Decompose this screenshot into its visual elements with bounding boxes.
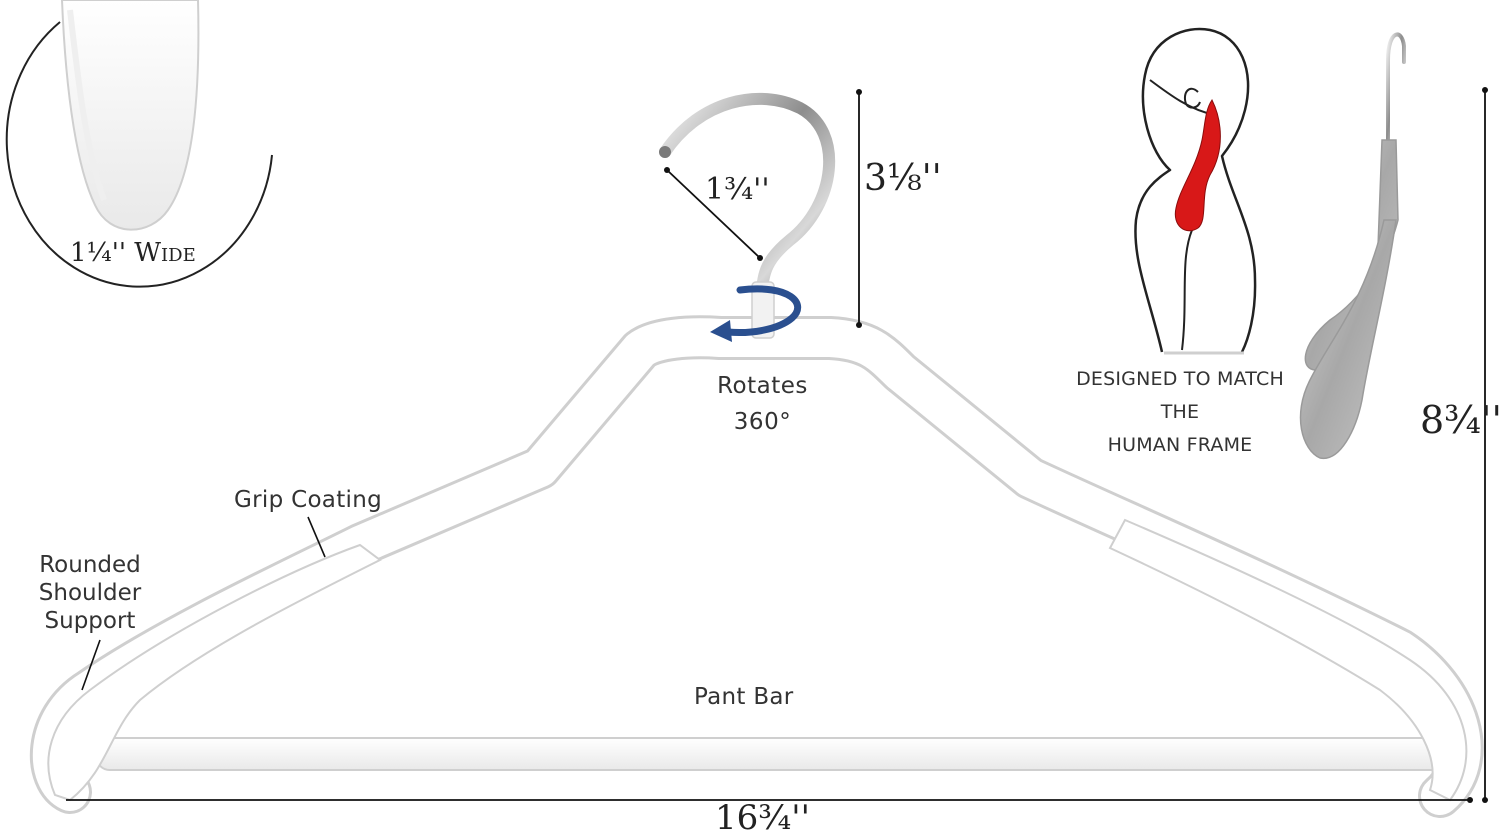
hook-opening-label: 1¾'' (705, 172, 770, 207)
rounded-label-line2: Shoulder (38, 580, 142, 606)
hanger-height-label: 8¾'' (1420, 398, 1500, 442)
rotates-label-line1: Rotates (717, 373, 808, 399)
hook-opening-dimension-line (664, 167, 763, 261)
designed-to-match-label: DESIGNED TO MATCH THE HUMAN FRAME (1050, 363, 1310, 462)
rounded-label-line1: Rounded (39, 552, 141, 578)
hanger-width-label: 16¾'' (715, 798, 810, 838)
hook-height-label: 3⅛'' (864, 158, 942, 199)
designed-label-line3: HUMAN FRAME (1107, 434, 1253, 456)
rotates-label-line2: 360° (733, 409, 792, 435)
left-shoulder-pad (47, 543, 382, 802)
neck-muscle-icon (1174, 99, 1221, 232)
shoulder-detail-circle (5, 0, 273, 288)
grip-coating-label: Grip Coating (234, 487, 382, 513)
rotates-label: Rotates 360° (700, 368, 825, 440)
designed-label-line2: THE (1160, 401, 1200, 423)
rotate-arrow-icon (710, 285, 802, 342)
human-frame-icon (1134, 27, 1257, 355)
swivel-hook (659, 92, 836, 339)
side-view-hanger-icon (1299, 32, 1406, 459)
pant-bar-label: Pant Bar (694, 684, 794, 710)
hook-height-dimension-line (856, 89, 862, 328)
shoulder-width-label: 1¼'' Wide (70, 238, 196, 268)
width-dimension-line (66, 797, 1473, 803)
rounded-support-leader (81, 639, 101, 691)
designed-label-line1: DESIGNED TO MATCH (1076, 368, 1284, 390)
rounded-label-line3: Support (44, 608, 136, 634)
grip-coating-leader (307, 516, 326, 558)
rounded-support-label: Rounded Shoulder Support (20, 551, 160, 635)
height-dimension-line (1482, 87, 1488, 803)
